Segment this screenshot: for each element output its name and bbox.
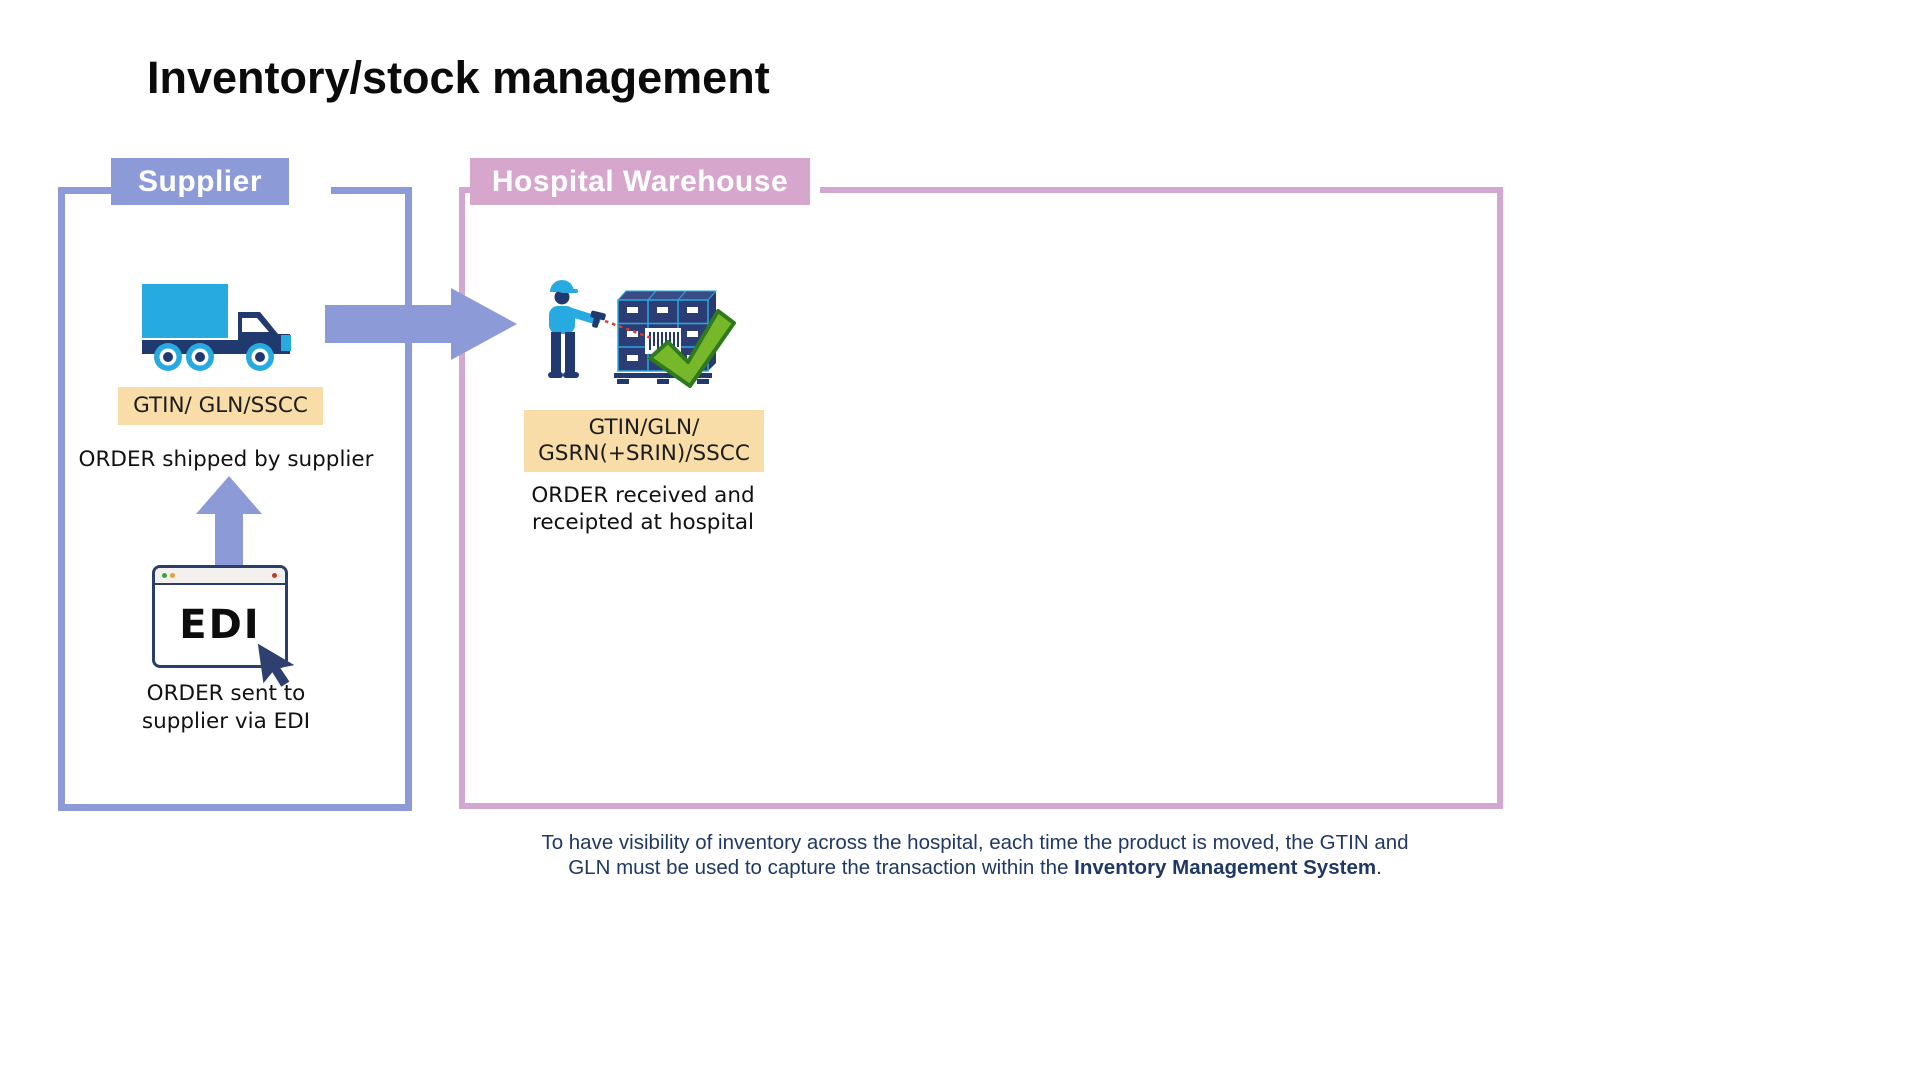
worker-scanning-pallet-icon: [548, 280, 736, 388]
up-block-arrow-icon: [196, 476, 262, 568]
barcode-scanner: [590, 310, 606, 328]
order-received-caption: ORDER received and receipted at hospital: [531, 483, 755, 535]
hospital-zone-header: Hospital Warehouse: [470, 158, 810, 205]
edi-window-icon: EDI: [152, 565, 295, 687]
order-shipped-caption: ORDER shipped by supplier: [78, 447, 374, 472]
supplier-id-label: GTIN/ GLN/SSCC: [118, 387, 323, 425]
order-sent-caption: ORDER sent to supplier via EDI: [141, 681, 311, 734]
edi-window-titlebar: [155, 568, 285, 585]
footer-note: To have visibility of inventory across t…: [410, 830, 1540, 880]
titlebar-dot-red: [272, 573, 277, 578]
mouse-pointer-icon: [257, 643, 295, 687]
page-title: Inventory/stock management: [147, 52, 770, 103]
worker-figure: [548, 280, 606, 378]
scanner-laser: [604, 319, 655, 341]
hospital-id-label: GTIN/GLN/ GSRN(+SRIN)/SSCC: [524, 410, 764, 472]
truck-icon: [142, 284, 291, 371]
right-block-arrow-icon: [325, 288, 517, 360]
titlebar-dot-orange: [170, 573, 175, 578]
supplier-zone-header: Supplier: [111, 158, 289, 205]
footer-line-1: To have visibility of inventory across t…: [541, 831, 1409, 854]
green-check-icon: [648, 309, 736, 388]
pallet: [614, 373, 712, 384]
footer-line-2: GLN must be used to capture the transact…: [568, 856, 1382, 879]
edi-label: EDI: [179, 602, 261, 648]
truck-wheels: [154, 343, 274, 371]
titlebar-dot-green: [162, 573, 167, 578]
